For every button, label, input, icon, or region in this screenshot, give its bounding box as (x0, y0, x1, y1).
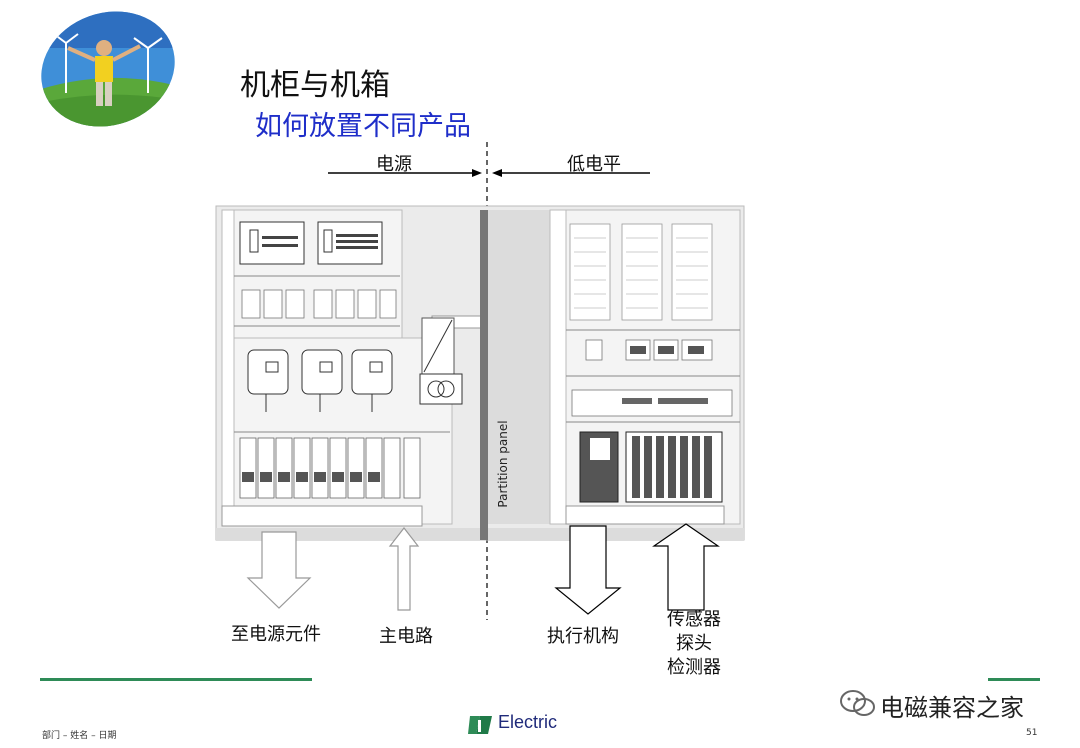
slide-subtitle: 如何放置不同产品 (255, 111, 471, 142)
label-detector: 检测器 (667, 657, 721, 678)
variable-speed-drives (247, 349, 393, 412)
slide-title: 机柜与机箱 (240, 68, 390, 103)
label-sensor: 传感器 (667, 609, 721, 630)
partition-panel-label: Partition panel (496, 420, 510, 508)
arrow-to-power-components (246, 531, 312, 609)
partition-panel (480, 210, 488, 540)
label-main-circuit: 主电路 (379, 626, 433, 647)
footer-accent-line-left (40, 678, 312, 681)
brand-logo-icon (468, 716, 492, 734)
company-logo (38, 8, 178, 130)
label-sensor-group: 传感器 探头 检测器 (654, 608, 734, 680)
label-actuator: 执行机构 (547, 626, 619, 647)
plc-rack (579, 431, 723, 503)
footer-department-name-date: 部门 – 姓名 – 日期 (42, 731, 117, 741)
arrow-actuator (554, 525, 622, 615)
wechat-icon (840, 690, 875, 716)
arrow-main-circuit (388, 527, 420, 611)
watermark-text: 电磁兼容之家 (880, 694, 1024, 722)
top-left-modules (239, 221, 383, 265)
zone-power-label: 电源 (376, 154, 412, 175)
brand-name: Electric (498, 712, 558, 732)
zone-low-level-label: 低电平 (567, 154, 621, 175)
label-to-power-components: 至电源元件 (231, 624, 321, 645)
label-probe: 探头 (676, 633, 712, 654)
footer-accent-line-right (988, 678, 1040, 681)
arrow-sensor (652, 523, 720, 611)
circuit-breakers (239, 437, 421, 499)
cabinet-diagram (215, 142, 745, 620)
low-level-terminals (569, 223, 713, 321)
page-number: 51 (1026, 728, 1038, 738)
